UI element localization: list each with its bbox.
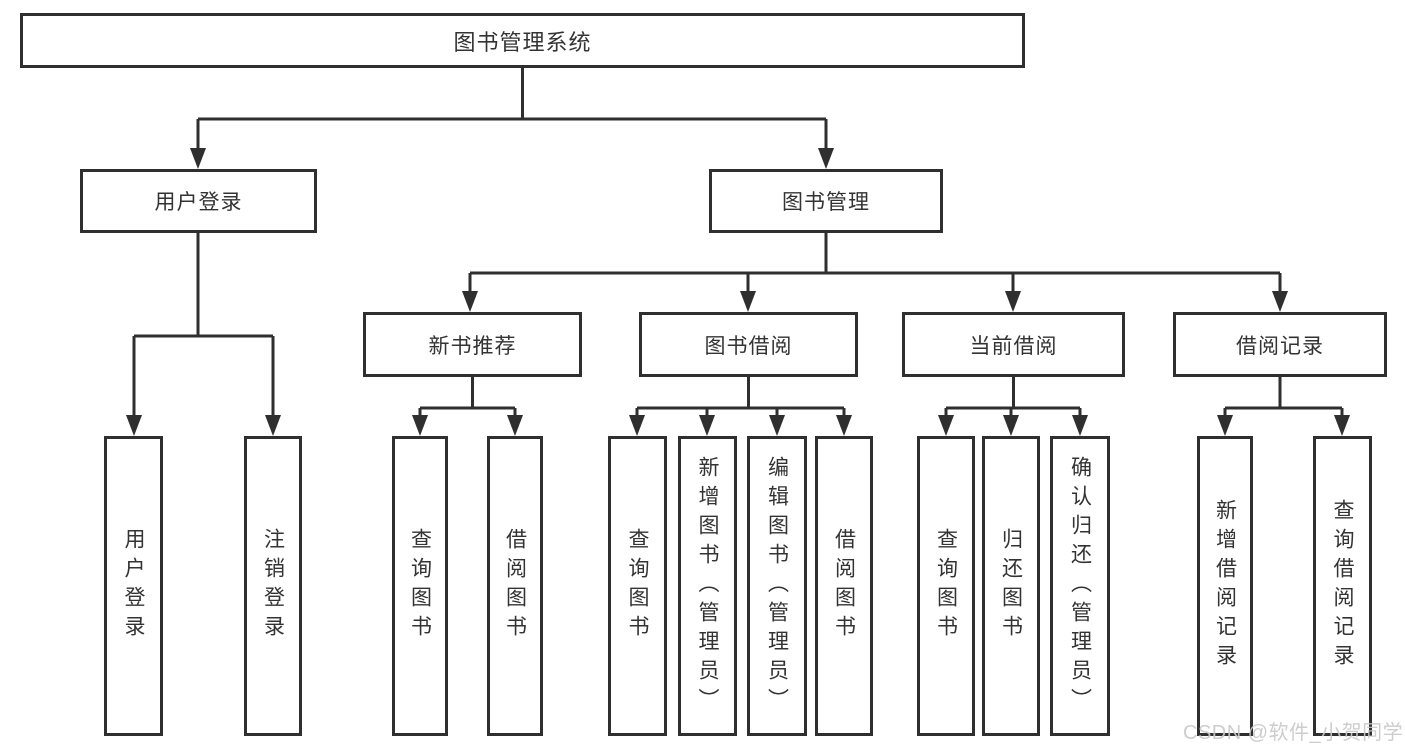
- node-book-management-label: 图书管理: [782, 191, 870, 214]
- node-user-login: 用户登录: [80, 169, 317, 233]
- leaf-br-add-record: 新增借阅记录: [1197, 436, 1253, 736]
- node-book-borrow-label: 图书借阅: [704, 334, 793, 358]
- leaf-cb-confirm-return-admin-label: 确认归还（管理员）: [1068, 455, 1092, 717]
- leaf-bb-edit-books-admin: 编辑图书（管理员）: [747, 436, 807, 736]
- node-new-book-recommend: 新书推荐: [363, 312, 582, 377]
- leaf-nbr-query-books: 查询图书: [392, 436, 448, 736]
- leaf-bb-add-books-admin: 新增图书（管理员）: [678, 436, 737, 736]
- leaf-cb-query-books: 查询图书: [917, 436, 975, 736]
- node-root-label: 图书管理系统: [453, 29, 592, 55]
- leaf-bb-query-books: 查询图书: [608, 436, 667, 736]
- leaf-user-login: 用户登录: [104, 436, 163, 736]
- leaf-bb-borrow-books-label: 借阅图书: [832, 528, 856, 644]
- leaf-cb-confirm-return-admin: 确认归还（管理员）: [1050, 436, 1110, 736]
- leaf-logout-label: 注销登录: [261, 528, 285, 644]
- leaf-br-query-record: 查询借阅记录: [1313, 436, 1372, 736]
- leaf-cb-return-books: 归还图书: [982, 436, 1040, 736]
- node-root: 图书管理系统: [20, 13, 1025, 68]
- leaf-nbr-borrow-books-label: 借阅图书: [503, 528, 527, 644]
- node-borrow-records: 借阅记录: [1173, 312, 1387, 377]
- node-new-book-recommend-label: 新书推荐: [428, 334, 517, 358]
- node-user-login-label: 用户登录: [154, 191, 243, 214]
- leaf-br-query-record-label: 查询借阅记录: [1331, 499, 1354, 673]
- leaf-user-login-label: 用户登录: [122, 528, 145, 644]
- node-book-management: 图书管理: [709, 169, 943, 233]
- leaf-bb-query-books-label: 查询图书: [626, 528, 649, 644]
- node-current-borrow: 当前借阅: [902, 312, 1125, 377]
- node-current-borrow-label: 当前借阅: [969, 334, 1058, 358]
- leaf-bb-add-books-admin-label: 新增图书（管理员）: [696, 455, 719, 717]
- leaf-logout: 注销登录: [244, 436, 302, 736]
- watermark: CSDN @软件_小贺同学: [1183, 722, 1404, 744]
- leaf-br-add-record-label: 新增借阅记录: [1213, 499, 1237, 673]
- leaf-bb-edit-books-admin-label: 编辑图书（管理员）: [765, 455, 789, 717]
- leaf-nbr-query-books-label: 查询图书: [408, 528, 432, 644]
- leaf-cb-return-books-label: 归还图书: [999, 528, 1023, 644]
- node-book-borrow: 图书借阅: [639, 312, 858, 377]
- leaf-nbr-borrow-books: 借阅图书: [487, 436, 543, 736]
- leaf-bb-borrow-books: 借阅图书: [815, 436, 873, 736]
- leaf-cb-query-books-label: 查询图书: [934, 528, 958, 644]
- node-borrow-records-label: 借阅记录: [1236, 334, 1324, 358]
